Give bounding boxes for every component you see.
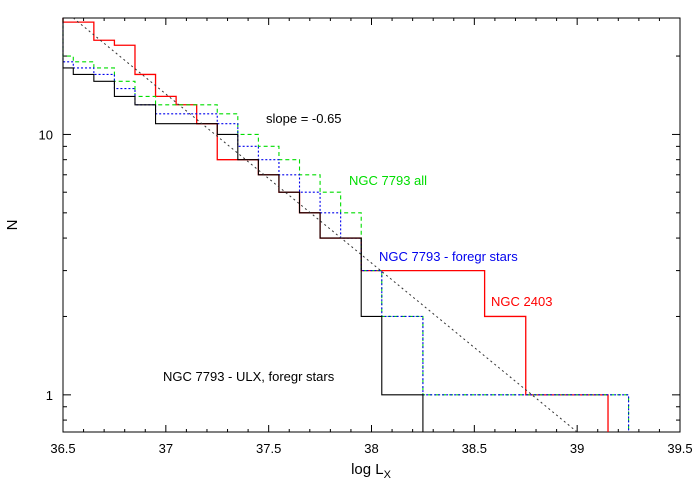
chart-labels: N log LX slope = -0.65 NGC 7793 all NGC … <box>4 111 552 481</box>
series-line-2 <box>62 18 630 432</box>
series-line-1 <box>62 18 630 432</box>
series-layer <box>62 17 630 433</box>
x-axis-label: log LX <box>351 461 392 481</box>
y-tick-label: 10 <box>39 127 53 142</box>
annotation-ngc7793-foregr: NGC 7793 - foregr stars <box>379 249 518 264</box>
axis-ticks: 36.5 37 37.5 38 38.5 39 39.5 1 10 <box>39 18 693 456</box>
x-axis-label-subscript: X <box>384 469 392 481</box>
series-line-3 <box>62 18 424 432</box>
series-line-0 <box>62 18 609 432</box>
x-tick-label: 37.5 <box>256 441 281 456</box>
x-tick-label: 36.5 <box>50 441 75 456</box>
annotation-ngc2403: NGC 2403 <box>491 294 552 309</box>
annotation-ngc7793-ulx: NGC 7793 - ULX, foregr stars <box>163 369 335 384</box>
x-tick-label: 38 <box>364 441 378 456</box>
x-tick-label: 39 <box>570 441 584 456</box>
x-axis-label-main: log L <box>351 461 384 478</box>
x-tick-label: 37 <box>159 441 173 456</box>
x-tick-label: 39.5 <box>667 441 692 456</box>
y-tick-label: 1 <box>46 388 53 403</box>
fit-line-label: slope = -0.65 <box>266 111 342 126</box>
annotation-ngc7793-all: NGC 7793 all <box>349 173 427 188</box>
y-axis-label: N <box>4 220 21 231</box>
fit-line <box>72 17 578 433</box>
x-tick-label: 38.5 <box>462 441 487 456</box>
